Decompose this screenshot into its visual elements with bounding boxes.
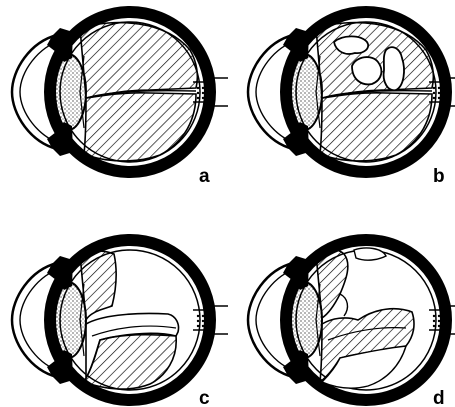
panel-b-eye: [248, 12, 455, 172]
liquefied-pocket: [384, 47, 404, 90]
panel-c-eye: [12, 240, 228, 400]
liquefied-pocket: [352, 57, 381, 84]
panel-d-eye: [248, 240, 455, 400]
liquefied-pocket: [334, 36, 368, 54]
panel-label: b: [433, 166, 445, 187]
panel-label: a: [199, 166, 210, 187]
panel-a-eye: [12, 12, 228, 172]
panel-label: c: [199, 388, 210, 407]
panel-label: d: [433, 388, 445, 407]
detached-flap: [354, 248, 386, 260]
